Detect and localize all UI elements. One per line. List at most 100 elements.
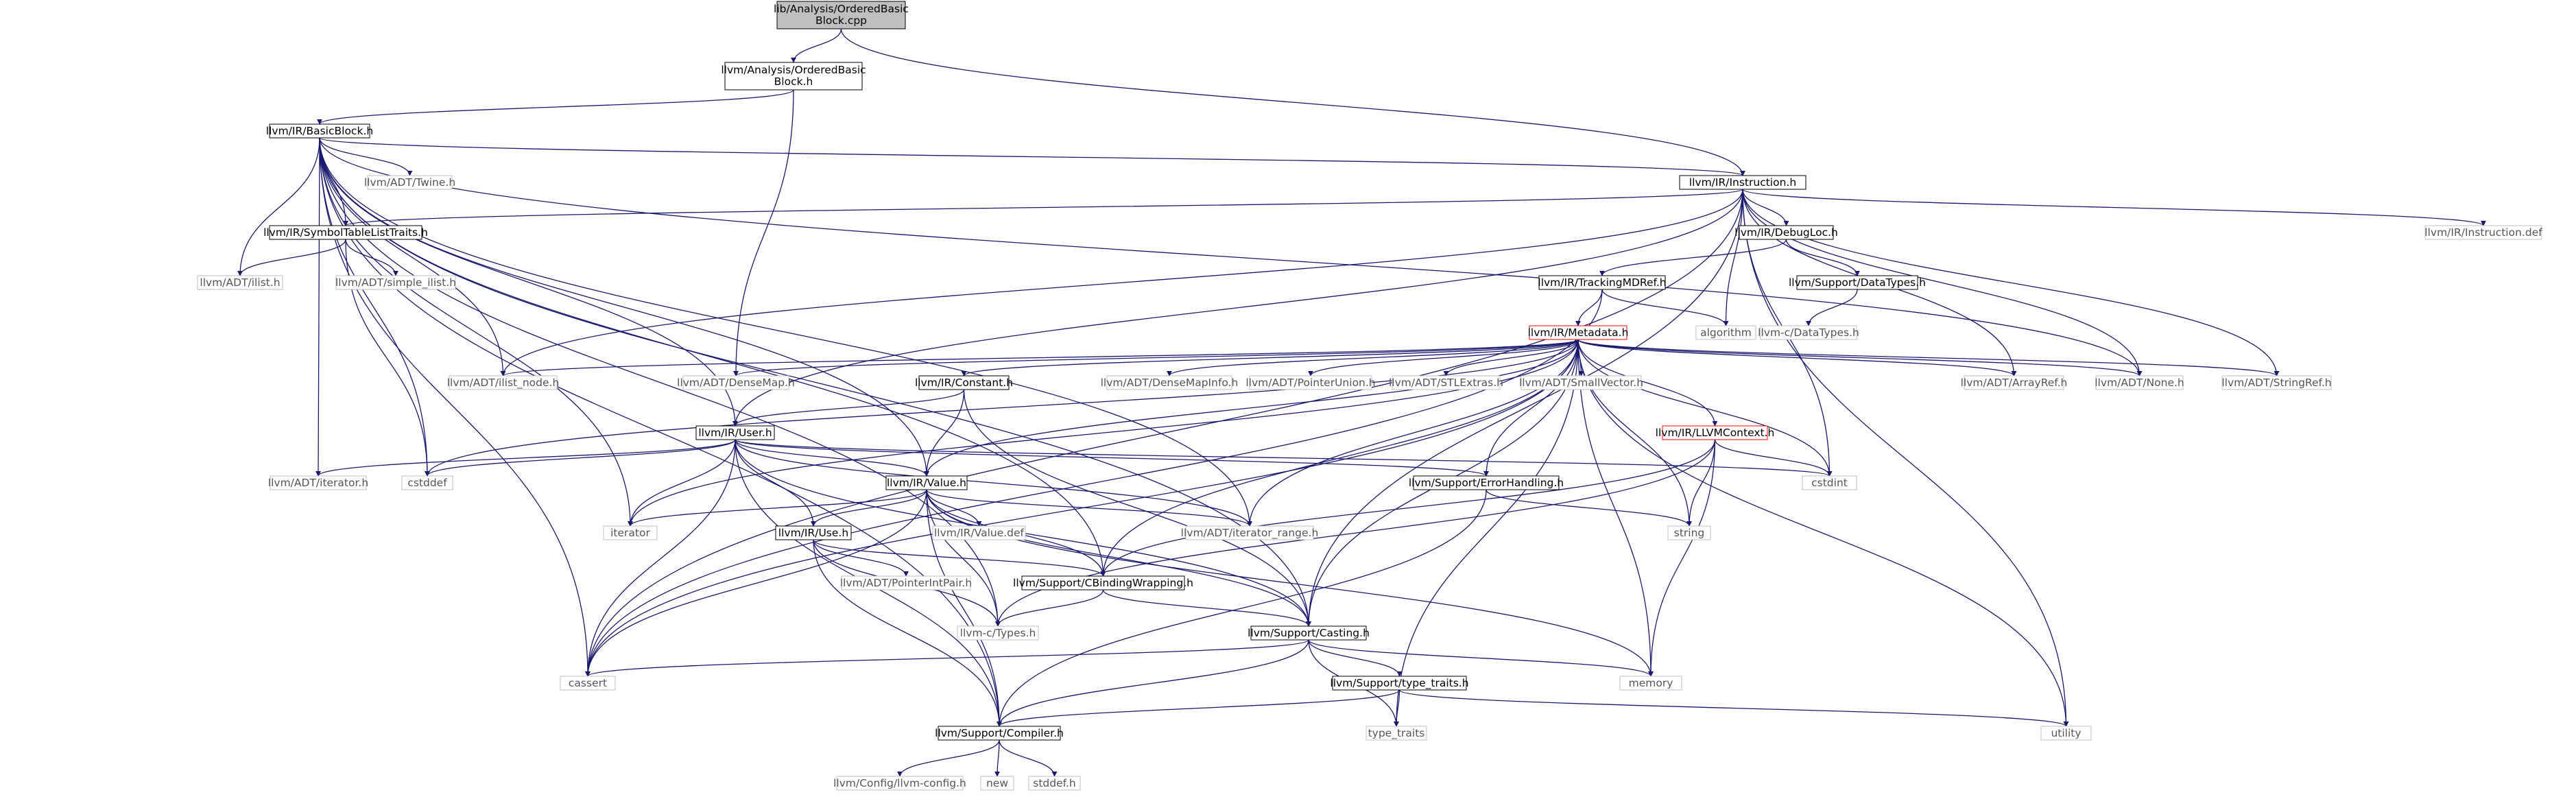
node-cbinding[interactable]: llvm/Support/CBindingWrapping.h — [1013, 575, 1193, 591]
node-label: cstdint — [1811, 477, 1848, 489]
node-value[interactable]: llvm/IR/Value.h — [885, 475, 968, 490]
edge-metadata-to-iterator_range — [1247, 339, 1579, 527]
node-box — [682, 375, 789, 390]
node-label: llvm/Support/ErrorHandling.h — [1409, 477, 1564, 489]
node-box — [980, 776, 1014, 791]
edge-llvmcontext-to-memory — [1648, 439, 1716, 677]
node-label: llvm/IR/BasicBlock.h — [266, 125, 373, 137]
node-errorhandling[interactable]: llvm/Support/ErrorHandling.h — [1409, 475, 1564, 490]
node-label: llvm/IR/Metadata.h — [1528, 326, 1629, 339]
node-label: cstddef — [407, 477, 447, 489]
node-constant[interactable]: llvm/IR/Constant.h — [915, 375, 1013, 390]
node-label: stddef.h — [1033, 777, 1075, 789]
edge-compiler-to-llvmconfig — [897, 739, 1000, 777]
node-use[interactable]: llvm/IR/Use.h — [775, 525, 852, 540]
edge-instruction-to-casting — [1306, 189, 1743, 627]
node-instruction[interactable]: llvm/IR/Instruction.h — [1679, 175, 1806, 190]
node-densemap: llvm/ADT/DenseMap.h — [677, 375, 795, 390]
node-box — [776, 1, 906, 29]
node-label: llvm/Config/llvm-config.h — [833, 777, 966, 789]
node-box — [1520, 375, 1642, 390]
node-label: llvm-c/DataTypes.h — [1758, 326, 1859, 339]
node-label: llvm/Support/type_traits.h — [1330, 677, 1468, 690]
edge-metadata-to-value — [924, 339, 1579, 477]
edge-instruction-to-cassert — [585, 189, 1743, 677]
node-algorithm: algorithm — [1695, 325, 1756, 340]
edge-user-to-iterator_range — [735, 439, 1252, 527]
edge-type_traits_h-to-compiler — [997, 689, 1400, 727]
node-box — [449, 375, 558, 390]
edge-obb-to-densemap — [733, 89, 794, 377]
edge-user-to-cassert — [585, 439, 736, 677]
edge-metadata-to-constant — [961, 339, 1579, 377]
node-box — [1679, 175, 1806, 190]
node-label: new — [986, 777, 1008, 789]
edge-value-to-iterator — [628, 489, 927, 527]
edge-metadata-to-densemapinfo — [1167, 339, 1579, 377]
node-label: llvm/ADT/iterator.h — [268, 477, 368, 489]
node-metadata[interactable]: llvm/IR/Metadata.h — [1528, 325, 1629, 340]
node-box — [269, 225, 422, 240]
node-casting[interactable]: llvm/Support/Casting.h — [1248, 625, 1370, 641]
edge-cbinding-to-casting — [1102, 589, 1311, 627]
node-box — [1028, 776, 1081, 791]
node-box — [836, 776, 964, 791]
node-datatypes[interactable]: llvm/Support/DataTypes.h — [1789, 275, 1926, 290]
node-llvmcontext[interactable]: llvm/IR/LLVMContext.h — [1656, 425, 1775, 440]
node-type-traits-h[interactable]: llvm/Support/type_traits.h — [1330, 676, 1469, 691]
edge-basicblock-to-iterator_h — [315, 137, 322, 477]
node-box — [1796, 275, 1918, 290]
edge-instruction-to-algorithm — [1723, 189, 1743, 326]
edge-metadata-to-densemap — [733, 339, 1579, 377]
node-simple-ilist: llvm/ADT/simple_ilist.h — [335, 275, 456, 290]
node-debugloc[interactable]: llvm/IR/DebugLoc.h — [1734, 225, 1838, 240]
node-cstddef: cstddef — [401, 475, 453, 490]
node-label: llvm/IR/User.h — [698, 427, 772, 439]
edge-constant-to-user — [732, 389, 965, 427]
edge-metadata-to-llvmcontext — [1577, 339, 1718, 427]
node-label: llvm/ADT/PointerUnion.h — [1245, 377, 1375, 389]
node-label: llvm/Analysis/OrderedBasic — [721, 64, 866, 76]
node-stddef: stddef.h — [1028, 776, 1081, 791]
node-basicblock[interactable]: llvm/IR/BasicBlock.h — [266, 123, 373, 139]
node-label: llvm/Support/Casting.h — [1248, 627, 1370, 639]
node-box — [1249, 375, 1372, 390]
node-box — [270, 475, 367, 490]
edge-metadata-to-errorhandling — [1483, 339, 1579, 477]
node-box — [401, 475, 453, 490]
node-user[interactable]: llvm/IR/User.h — [695, 425, 775, 440]
node-symtab[interactable]: llvm/IR/SymbolTableListTraits.h — [263, 225, 428, 240]
node-memory: memory — [1619, 676, 1682, 691]
edge-user-to-use — [735, 439, 816, 527]
node-box — [367, 175, 453, 190]
edge-casting-to-type_traits_h — [1308, 639, 1403, 677]
node-stlextras: llvm/ADT/STLExtras.h — [1389, 375, 1503, 390]
edge-value-to-cassert — [585, 489, 927, 677]
node-ctypes: llvm-c/Types.h — [957, 625, 1039, 641]
node-label: llvm/IR/Constant.h — [915, 377, 1013, 389]
node-box — [932, 525, 1026, 540]
node-label: memory — [1629, 677, 1673, 689]
edge-use-to-compiler — [813, 539, 1002, 727]
node-label: llvm/IR/Value.def — [934, 527, 1025, 539]
node-label: cassert — [569, 677, 607, 689]
node-box — [1739, 225, 1834, 240]
edge-metadata-to-cstdint — [1577, 339, 1833, 477]
node-trackingmdref[interactable]: llvm/IR/TrackingMDRef.h — [1538, 275, 1667, 290]
edge-basicblock-to-compiler — [319, 137, 1002, 727]
edge-basicblock-to-ctypes — [319, 137, 1001, 627]
edge-casting-to-compiler — [997, 639, 1309, 727]
edge-value-to-valuedef — [926, 489, 982, 527]
node-compiler[interactable]: llvm/Support/Compiler.h — [935, 726, 1064, 741]
node-label: llvm/IR/SymbolTableListTraits.h — [263, 226, 428, 239]
edge-instruction-to-ilist_node — [500, 189, 1743, 377]
node-none: llvm/ADT/None.h — [2095, 375, 2184, 390]
edge-root-to-obb — [791, 28, 842, 63]
node-ilist: llvm/ADT/ilist.h — [197, 275, 283, 290]
node-instrdef: llvm/IR/Instruction.def — [2424, 225, 2542, 240]
node-pointerintpair: llvm/ADT/PointerIntPair.h — [840, 575, 972, 591]
node-cassert: cassert — [560, 676, 616, 691]
node-label: string — [1674, 527, 1705, 539]
